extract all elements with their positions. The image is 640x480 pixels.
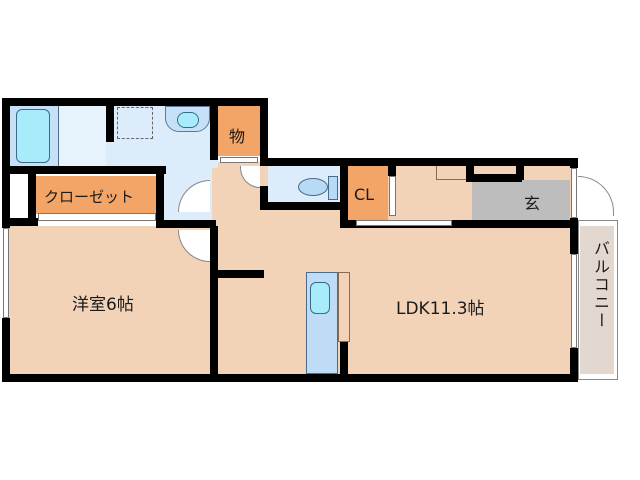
balcony-area xyxy=(580,226,614,374)
closet-label: クローゼット xyxy=(44,188,135,206)
door-swing-entrance xyxy=(578,176,614,216)
wall-storage-right xyxy=(260,98,268,160)
window-balcony xyxy=(571,254,577,348)
wall-kitchen-end xyxy=(340,342,348,378)
wall-top-left xyxy=(2,98,266,106)
wall-bottom xyxy=(2,374,578,382)
balcony-label: バルコニー xyxy=(591,240,610,330)
western-room-label: 洋室6帖 xyxy=(72,295,134,315)
wall-ldk-stub xyxy=(216,270,264,278)
kitchen-sink-icon xyxy=(310,282,330,314)
wall-right-mid xyxy=(570,218,578,254)
closet-area xyxy=(36,176,158,214)
storage-label: 物 xyxy=(229,127,246,146)
wall-western-right xyxy=(210,226,218,380)
wall-closet-left xyxy=(28,172,36,226)
wall-entry-notch-right xyxy=(516,158,524,180)
wall-toilet-left xyxy=(260,186,268,210)
entrance-label: 玄 xyxy=(524,194,541,213)
wall-closet-right xyxy=(156,172,164,226)
washbasin-bowl-icon xyxy=(177,112,199,128)
cl-door xyxy=(389,176,396,216)
wall-left-lower xyxy=(2,318,10,380)
washing-machine-space-icon xyxy=(117,107,153,139)
wall-bath-divider xyxy=(106,104,114,142)
shower-area xyxy=(58,106,106,166)
toilet-icon xyxy=(298,178,328,196)
wall-toilet-bottom xyxy=(260,202,348,210)
wall-entry-notch-left xyxy=(466,158,474,180)
shoe-cabinet xyxy=(436,166,470,180)
wall-entry-top xyxy=(516,158,578,166)
window-western xyxy=(3,228,9,318)
entrance-door xyxy=(571,168,577,218)
entrance-area xyxy=(472,180,570,220)
wall-ldk-top xyxy=(340,220,578,228)
ldk-sliding-door xyxy=(356,220,452,226)
wall-right-upper xyxy=(570,158,578,168)
wall-cl-right xyxy=(388,166,396,176)
wall-entry-notch-top xyxy=(466,174,522,182)
ldk-label: LDK11.3帖 xyxy=(396,299,485,319)
closet-doors xyxy=(38,213,156,221)
kitchen-shelf xyxy=(338,272,350,342)
storage-door xyxy=(220,157,258,163)
toilet-tank-icon xyxy=(328,176,338,200)
storage-area xyxy=(218,104,260,156)
cl-label: CL xyxy=(354,185,375,204)
wall-left xyxy=(2,98,10,228)
wall-cl-left xyxy=(340,160,348,226)
wall-wash-right xyxy=(210,98,218,160)
wall-western-top xyxy=(2,218,38,226)
wall-closet-top xyxy=(2,166,166,174)
hallway-floor xyxy=(396,166,472,220)
cl-area xyxy=(346,166,388,220)
wall-western-top-right xyxy=(156,220,216,228)
balcony-outline xyxy=(578,220,618,380)
bathtub-icon xyxy=(16,109,50,163)
wall-toilet-top xyxy=(260,158,578,166)
western-room-floor xyxy=(8,226,212,374)
wall-right-lower xyxy=(570,348,578,382)
